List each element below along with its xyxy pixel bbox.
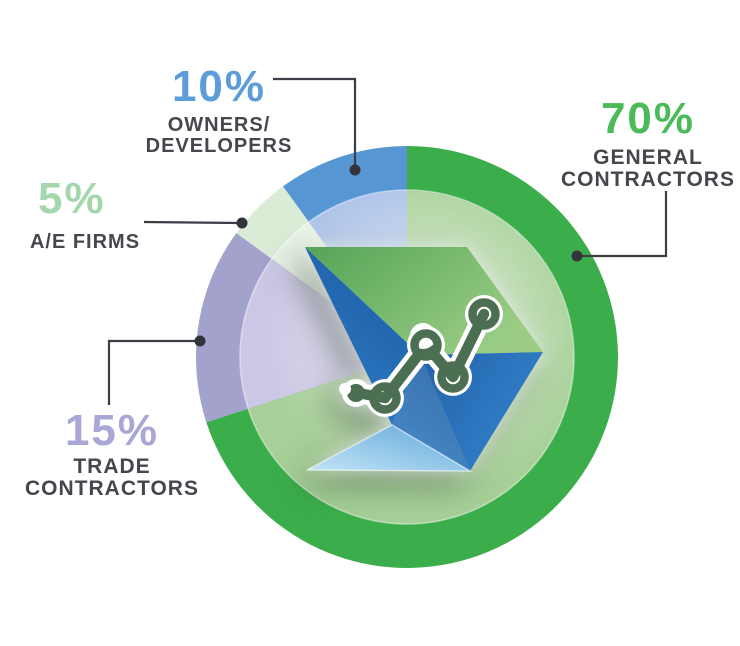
callout-trade-contractors: 15% TRADE CONTRACTORS [24, 409, 200, 501]
leader-dot-ae [236, 217, 248, 229]
callout-general-contractors: 70% GENERAL CONTRACTORS [548, 97, 740, 192]
logo-face-blue-bottom [306, 424, 473, 472]
percent-owners-developers: 10% [171, 62, 267, 111]
leader-lines [107, 77, 668, 405]
callout-owners-developers: 10% OWNERS/ DEVELOPERS [116, 65, 322, 158]
icon-node-3 [437, 361, 469, 393]
line-chart-icon [339, 295, 503, 417]
center-logo [305, 247, 543, 472]
leader-line-trade [107, 339, 197, 405]
percent-ae-firms: 5% [38, 174, 106, 223]
inner-disc-separator [239, 189, 575, 525]
leader-dot-owners [349, 164, 361, 176]
leader-line-general [581, 191, 668, 258]
leader-line-owners [273, 77, 357, 168]
icon-node-1 [369, 382, 401, 414]
icon-tail-notch [339, 383, 351, 395]
icon-node-4 [468, 298, 500, 330]
logo-face-blue-fold [392, 355, 470, 471]
icon-tail-node [347, 384, 365, 402]
label-ae-firms: A/E FIRMS [29, 231, 141, 253]
leader-dot-general [571, 250, 583, 262]
leader-dot-trade [194, 335, 206, 347]
label-owners-developers: OWNERS/ DEVELOPERS [145, 114, 293, 158]
callout-ae-firms: 5% A/E FIRMS [10, 177, 160, 253]
label-general-contractors: GENERAL CONTRACTORS [561, 146, 735, 192]
percent-general-contractors: 70% [600, 94, 696, 143]
percent-trade-contractors: 15% [64, 406, 160, 455]
leader-line-ae [143, 220, 239, 225]
label-trade-contractors: TRADE CONTRACTORS [25, 455, 199, 501]
icon-node-2 [410, 329, 442, 361]
